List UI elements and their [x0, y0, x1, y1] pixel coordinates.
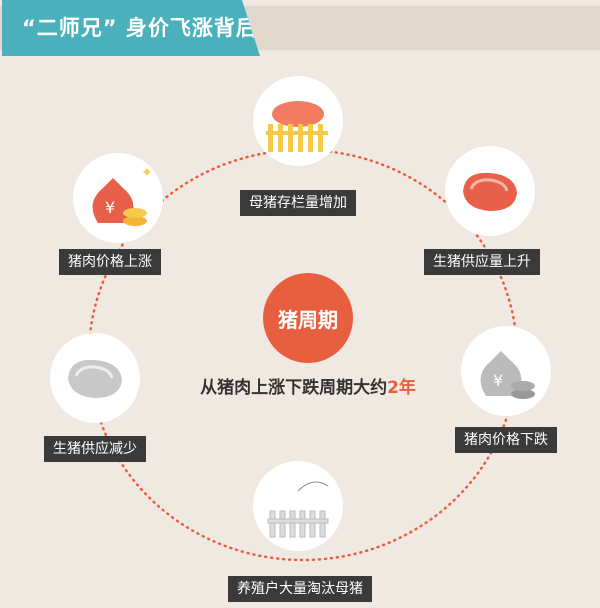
cycle-label-supply-down: 生猪供应减少 [44, 436, 146, 462]
description-text: 从猪肉上涨下跌周期大约 [200, 378, 388, 398]
cycle-label-price-down: 猪肉价格下跌 [455, 427, 557, 453]
pig-cycle-center: 猪周期 [263, 273, 353, 363]
money-bag-gold-icon: ¥✦ [73, 153, 163, 243]
cycle-label-supply-up: 生猪供应量上升 [424, 249, 540, 275]
pig-fence-icon [253, 76, 343, 166]
money-bag-gray-icon: ¥ [461, 326, 551, 416]
raw-meat-icon [445, 146, 535, 236]
svg-text:¥: ¥ [105, 198, 115, 217]
meat-gray-icon [50, 333, 140, 423]
cycle-label-sow-increase: 母猪存栏量增加 [240, 190, 356, 216]
svg-text:¥: ¥ [493, 371, 503, 390]
cycle-description: 从猪肉上涨下跌周期大约2年 [0, 373, 600, 398]
empty-fence-icon [253, 461, 343, 551]
description-highlight: 2年 [387, 378, 416, 398]
svg-text:✦: ✦ [141, 165, 153, 181]
cycle-label-cull-sows: 养殖户大量淘汰母猪 [228, 576, 372, 602]
cycle-label-price-up: 猪肉价格上涨 [59, 249, 161, 275]
page-title: “二师兄” 身价飞涨背后 [2, 0, 260, 56]
